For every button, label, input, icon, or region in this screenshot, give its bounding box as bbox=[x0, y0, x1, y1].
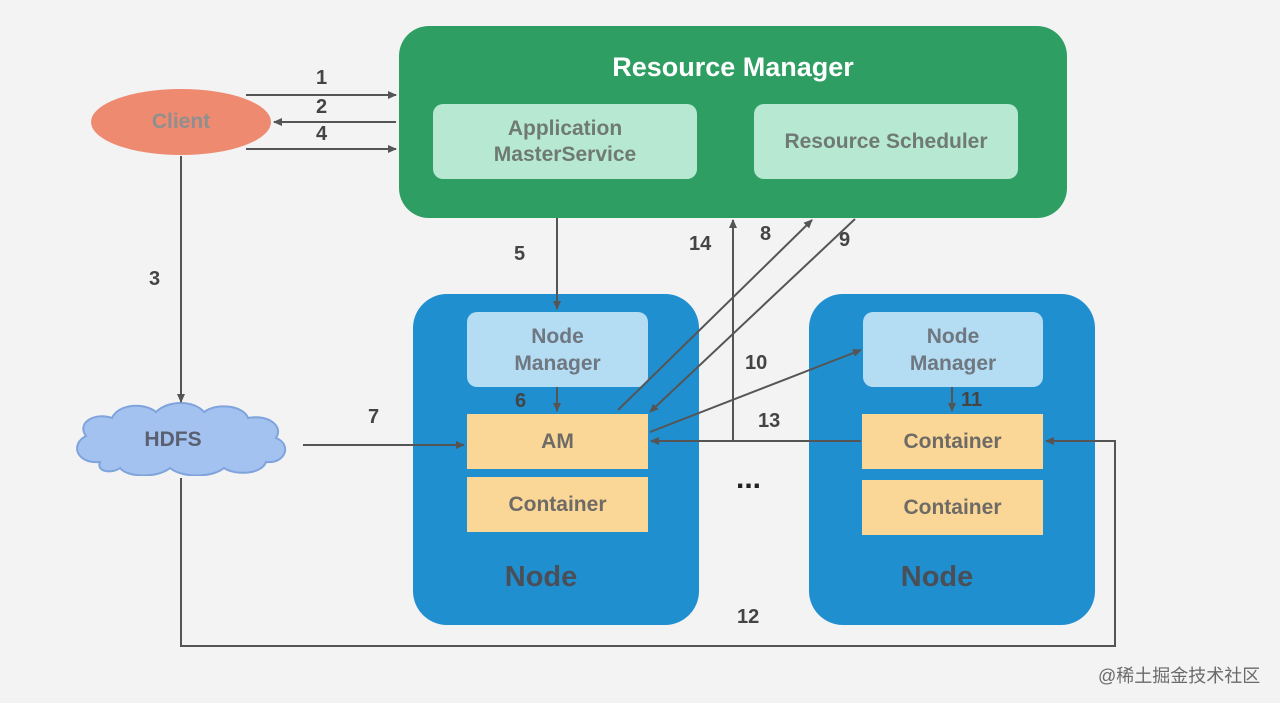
arrow-12 bbox=[180, 437, 1116, 647]
step-14: 14 bbox=[689, 233, 712, 255]
step-4: 4 bbox=[316, 123, 328, 145]
container-box-3: Container bbox=[862, 480, 1043, 535]
container-box-1: Container bbox=[467, 477, 648, 532]
step-10: 10 bbox=[745, 352, 768, 374]
arrow-8 bbox=[617, 219, 813, 411]
arrow-10 bbox=[649, 349, 862, 433]
watermark: @稀土掘金技术社区 bbox=[1098, 666, 1261, 686]
arrow-9 bbox=[649, 218, 856, 413]
resource-manager-title: Resource Manager bbox=[612, 52, 854, 82]
resource-scheduler-box: Resource Scheduler bbox=[754, 104, 1018, 179]
resource-scheduler-label: Resource Scheduler bbox=[784, 129, 988, 153]
application-master-service-box: Application MasterService bbox=[433, 104, 697, 179]
node-2-label: Node bbox=[900, 561, 974, 593]
ellipsis: ... bbox=[736, 462, 762, 495]
hdfs-cloud-icon bbox=[76, 402, 287, 476]
application-master-service-label: Application MasterService bbox=[493, 116, 637, 166]
node-manager-2-label: Node Manager bbox=[909, 324, 997, 375]
node-manager-1-label: Node Manager bbox=[514, 324, 601, 375]
hdfs-label: HDFS bbox=[144, 428, 202, 451]
step-13: 13 bbox=[758, 410, 781, 432]
step-5: 5 bbox=[514, 243, 526, 265]
step-6: 6 bbox=[515, 390, 527, 412]
container-3-label: Container bbox=[903, 495, 1002, 519]
step-9: 9 bbox=[839, 229, 851, 251]
node-manager-1: Node Manager bbox=[467, 312, 648, 387]
step-11: 11 bbox=[961, 389, 983, 411]
container-2-label: Container bbox=[903, 429, 1002, 453]
node-manager-2: Node Manager bbox=[863, 312, 1043, 387]
container-box-2: Container bbox=[862, 414, 1043, 469]
step-7: 7 bbox=[368, 406, 380, 428]
step-1: 1 bbox=[316, 67, 328, 89]
step-2: 2 bbox=[316, 96, 328, 118]
step-3: 3 bbox=[149, 268, 161, 290]
node-1-label: Node bbox=[504, 561, 578, 593]
client-label: Client bbox=[151, 110, 211, 133]
step-8: 8 bbox=[760, 223, 772, 245]
am-box: AM bbox=[467, 414, 648, 469]
container-1-label: Container bbox=[508, 492, 607, 516]
step-12: 12 bbox=[737, 606, 760, 628]
client-node: Client bbox=[91, 89, 271, 155]
am-label: AM bbox=[541, 429, 574, 453]
